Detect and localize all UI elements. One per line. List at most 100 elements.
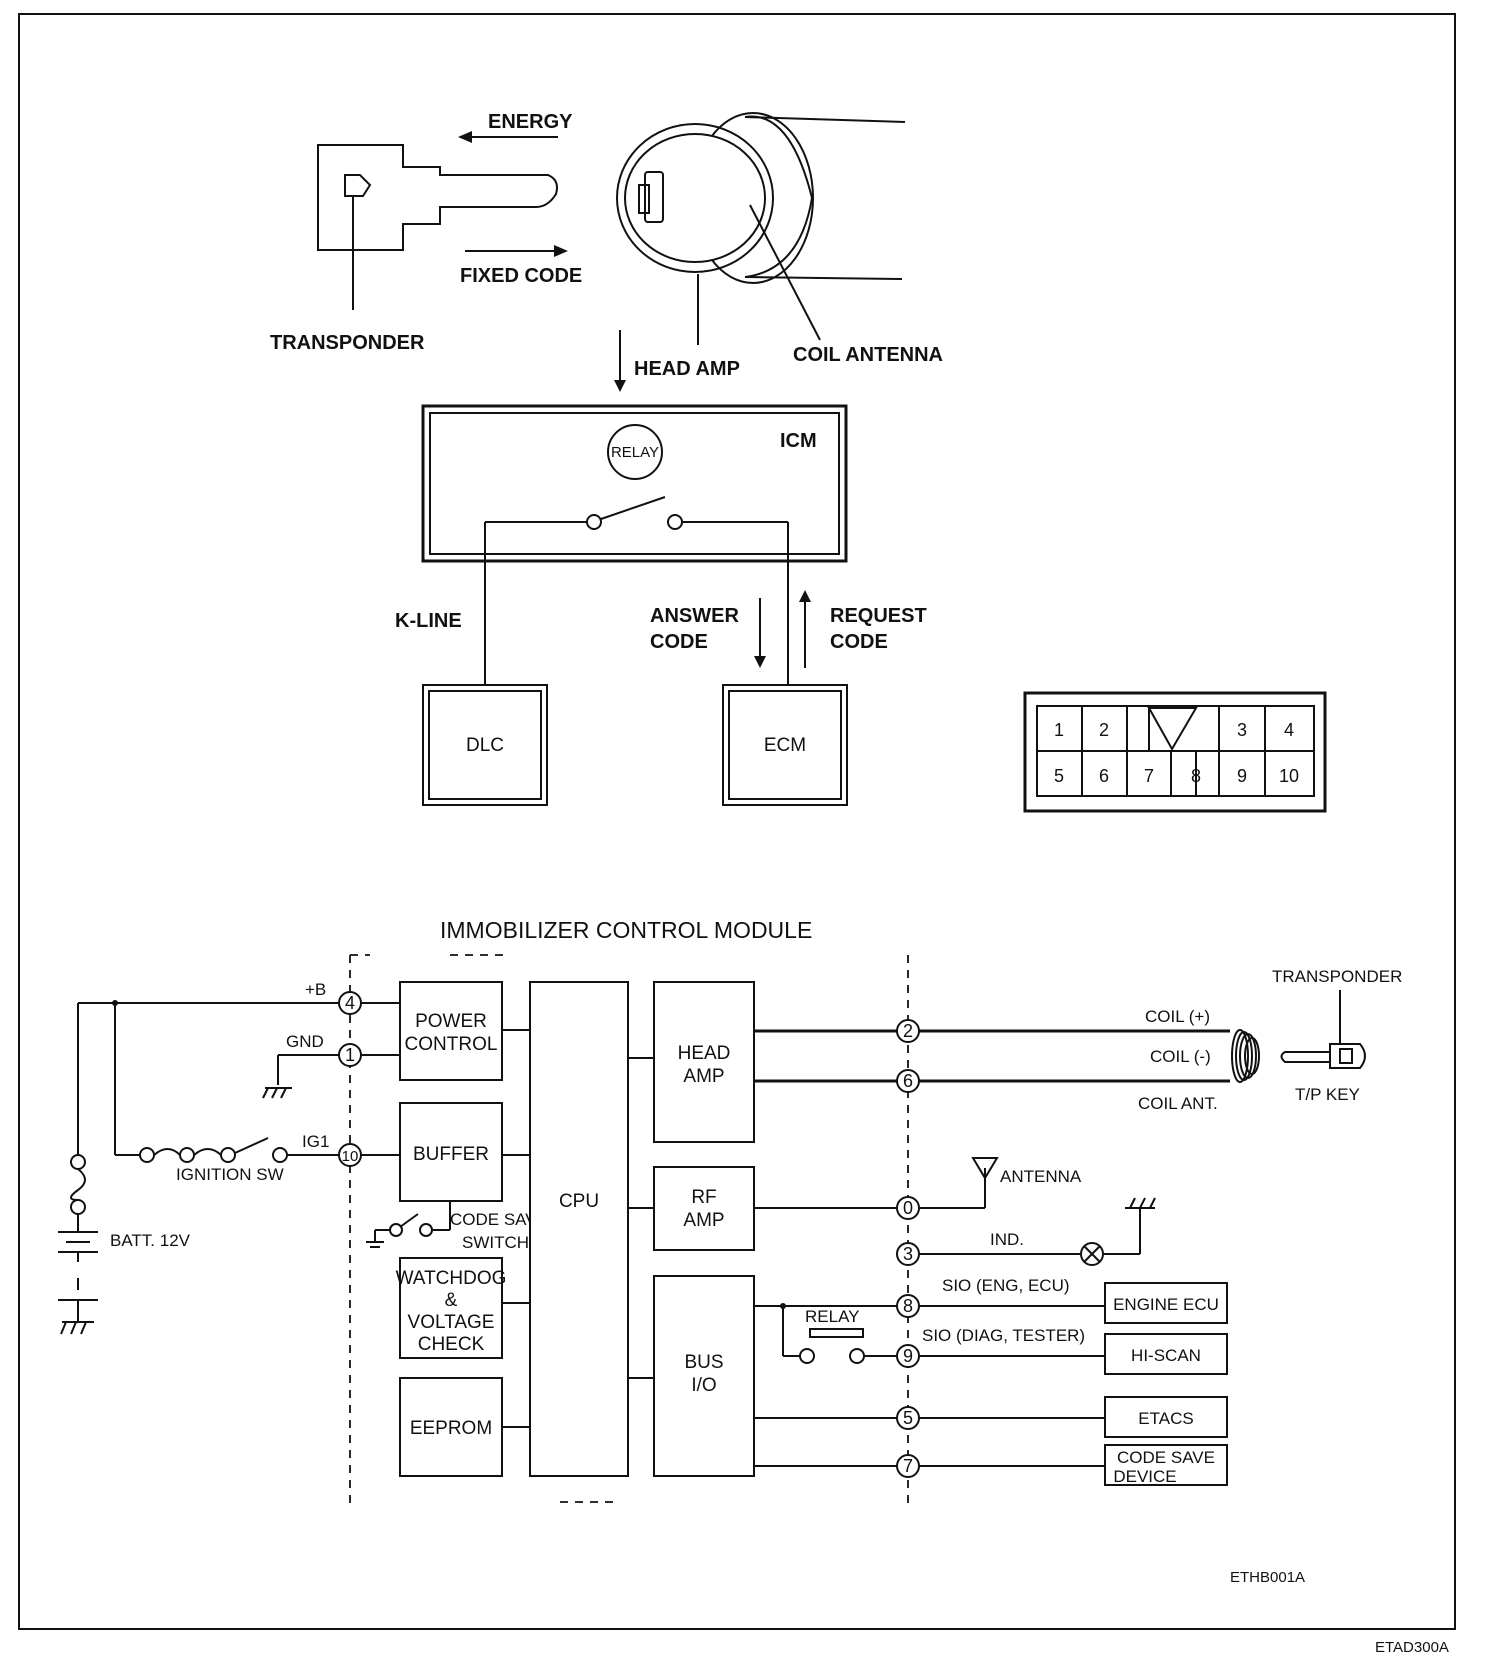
key-illustration <box>317 144 558 310</box>
pin-6 <box>896 1069 920 1093</box>
transponder-label: TRANSPONDER <box>270 332 425 354</box>
ind-label: IND. <box>990 1230 1024 1249</box>
icm-box <box>421 404 848 563</box>
head-amp-label: HEAD AMP <box>634 358 740 380</box>
energy-label: ENERGY <box>488 111 573 133</box>
energy-arrow <box>458 131 558 143</box>
connector-pin-1: 1 <box>1054 720 1064 740</box>
relay-circle <box>607 424 663 480</box>
outer-frame <box>18 13 1456 1630</box>
connector-pin-2: 2 <box>1099 720 1109 740</box>
head-amp-block-label-2: AMP <box>683 1066 724 1087</box>
head-amp-block <box>653 981 755 1143</box>
connector-pinout <box>1023 691 1327 813</box>
etacs-label: ETACS <box>1138 1409 1193 1428</box>
coil-ant-label: COIL ANT. <box>1138 1094 1218 1113</box>
pin-10-label: 10 <box>342 1148 359 1165</box>
pin-0-label: 0 <box>903 1198 913 1218</box>
pin-9 <box>896 1344 920 1368</box>
coil-plus-label: COIL (+) <box>1145 1007 1210 1026</box>
pin-8 <box>896 1294 920 1318</box>
icm-relay-switch <box>484 496 789 685</box>
code-save-switch-label-2: SWITCH <box>462 1233 529 1252</box>
request-code-label-2: CODE <box>830 631 888 653</box>
connector-pin-6: 6 <box>1099 766 1109 786</box>
battery-fuse-icon <box>58 1154 98 1335</box>
pin-8-label: 8 <box>903 1296 913 1316</box>
pin-2 <box>896 1019 920 1043</box>
cpu-block <box>529 981 629 1477</box>
gnd-label: GND <box>286 1032 324 1051</box>
code-save-device-label-1: CODE SAVE <box>1117 1448 1215 1467</box>
pin-4-label: 4 <box>345 993 355 1013</box>
etacs-box <box>1104 1396 1228 1438</box>
indicator-lamp-icon <box>1080 1242 1104 1266</box>
code-save-device-box <box>1104 1444 1228 1486</box>
pin-7 <box>896 1454 920 1478</box>
tp-key-label: T/P KEY <box>1295 1085 1360 1104</box>
connector-pin-3: 3 <box>1237 720 1247 740</box>
plus-b-label: +B <box>305 980 326 999</box>
code-save-device-label-2: DEVICE <box>1113 1467 1176 1486</box>
head-amp-arrow <box>614 330 626 392</box>
cpu-label: CPU <box>559 1191 599 1212</box>
ground-icon <box>1125 1197 1156 1209</box>
dlc-box <box>422 684 548 806</box>
ig1-label: IG1 <box>302 1132 329 1151</box>
bus-relay-switch <box>783 1328 897 1364</box>
fixed-code-label: FIXED CODE <box>460 265 582 287</box>
sio-eng-label: SIO (ENG, ECU) <box>942 1276 1070 1295</box>
answer-code-label-1: ANSWER <box>650 605 739 627</box>
battery-label: BATT. 12V <box>110 1231 191 1250</box>
sio-diag-label: SIO (DIAG, TESTER) <box>922 1326 1085 1345</box>
answer-code-label-2: CODE <box>650 631 708 653</box>
request-code-label-1: REQUEST <box>830 605 927 627</box>
fixed-code-arrow <box>465 245 568 257</box>
connector-pin-10: 10 <box>1279 766 1299 786</box>
ignition-sw-label: IGNITION SW <box>176 1165 284 1184</box>
connector-pin-7: 7 <box>1144 766 1154 786</box>
head-amp-block-label-1: HEAD <box>678 1043 731 1064</box>
schematic-title: IMMOBILIZER CONTROL MODULE <box>440 917 812 943</box>
bus-relay-label: RELAY <box>805 1307 860 1326</box>
code-save-switch <box>366 1201 451 1248</box>
coil-minus-label: COIL (-) <box>1150 1047 1211 1066</box>
buffer-label: BUFFER <box>413 1144 489 1165</box>
rf-amp-block <box>653 1166 755 1251</box>
hi-scan-box <box>1104 1333 1228 1375</box>
eeprom-label: EEPROM <box>410 1418 492 1439</box>
pin-7-label: 7 <box>903 1456 913 1476</box>
pin-2-label: 2 <box>903 1021 913 1041</box>
connector-pin-8: 8 <box>1191 766 1201 786</box>
icm-label: ICM <box>780 430 817 452</box>
bus-io-label-2: I/O <box>691 1375 716 1396</box>
figure-code-outer: ETAD300A <box>1375 1639 1449 1656</box>
transponder-chip-icon <box>344 174 372 197</box>
coil-antenna-label: COIL ANTENNA <box>793 344 943 366</box>
antenna-label: ANTENNA <box>1000 1167 1082 1186</box>
rf-amp-label-2: AMP <box>683 1210 724 1231</box>
transponder-schematic-label: TRANSPONDER <box>1272 967 1402 986</box>
k-line-label: K-LINE <box>395 610 462 632</box>
coil-antenna-icon <box>1231 1029 1260 1083</box>
pin-9-label: 9 <box>903 1346 913 1366</box>
supply-wiring <box>77 1000 340 1163</box>
connector-pin-5: 5 <box>1054 766 1064 786</box>
watchdog-label-2: & <box>445 1290 458 1311</box>
eeprom-block <box>399 1377 503 1477</box>
pin-6-label: 6 <box>903 1071 913 1091</box>
watchdog-block <box>399 1257 503 1359</box>
engine-ecu-label: ENGINE ECU <box>1113 1295 1219 1314</box>
bus-io-label-1: BUS <box>684 1352 723 1373</box>
dlc-label: DLC <box>466 735 504 756</box>
power-control-label-1: POWER <box>415 1011 487 1032</box>
watchdog-label-4: CHECK <box>418 1334 485 1355</box>
pin-5 <box>896 1406 920 1430</box>
hi-scan-label: HI-SCAN <box>1131 1346 1201 1365</box>
tp-key-icon <box>1280 990 1366 1069</box>
power-control-label-2: CONTROL <box>405 1034 498 1055</box>
answer-code-arrow <box>754 598 766 668</box>
watchdog-label-3: VOLTAGE <box>408 1312 495 1333</box>
rf-amp-label-1: RF <box>691 1187 716 1208</box>
